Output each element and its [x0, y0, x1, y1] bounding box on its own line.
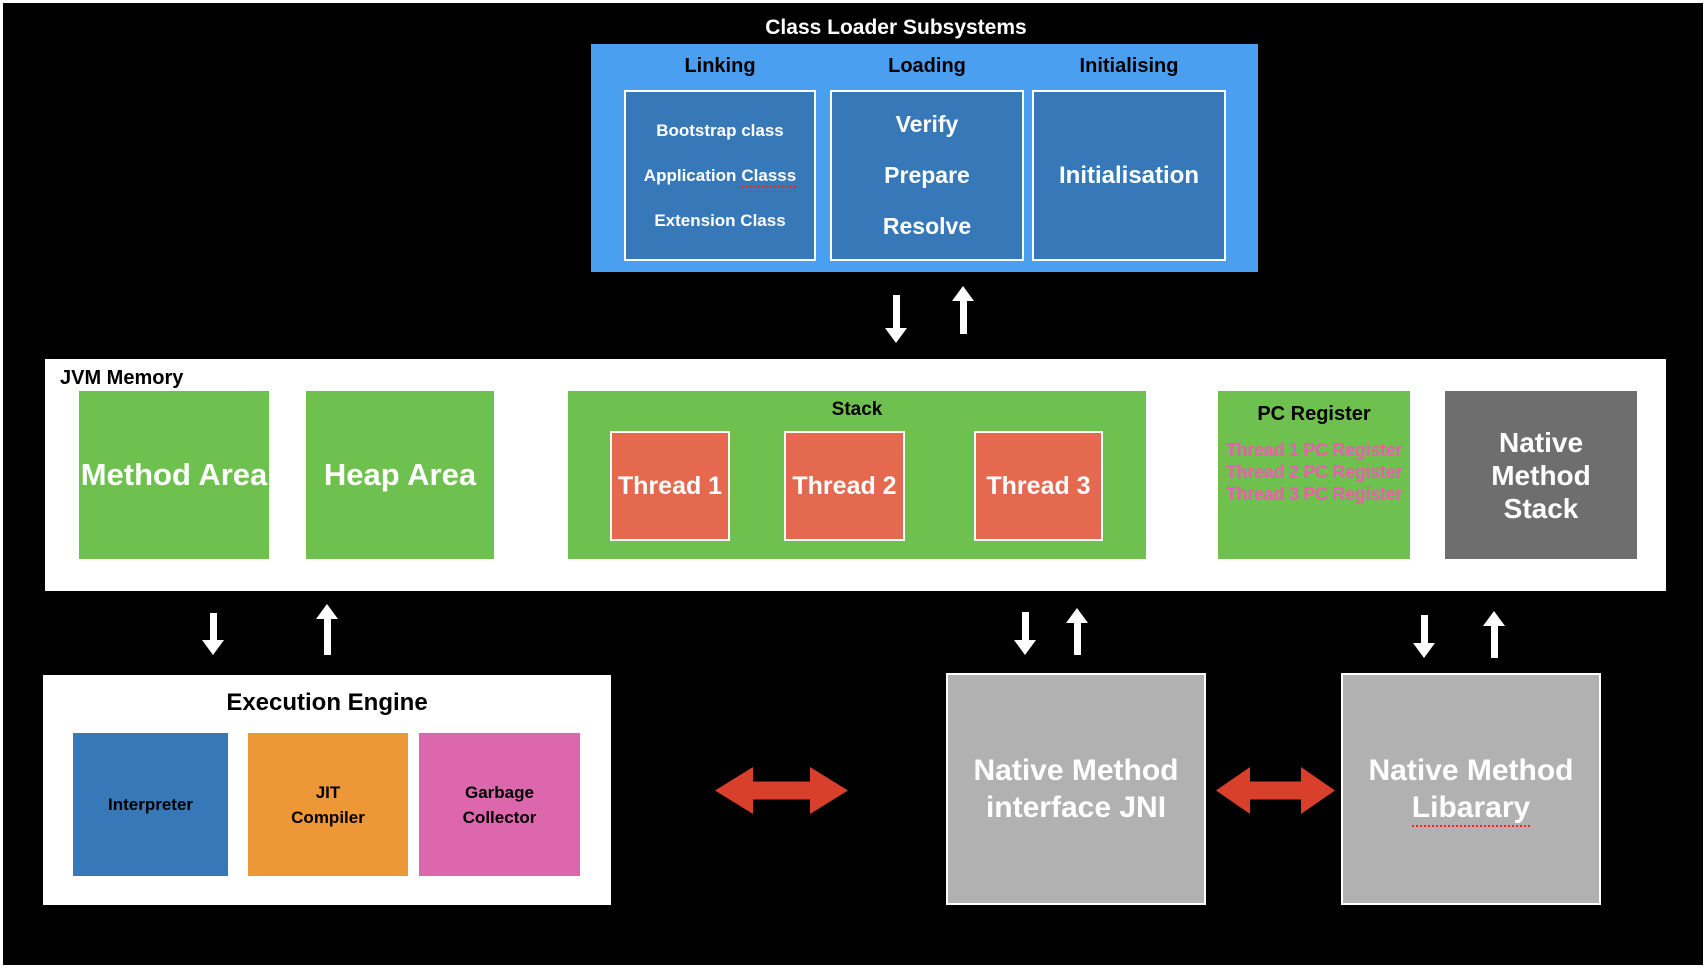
- garbage-collector-label-line: Garbage: [465, 782, 534, 802]
- stack-title: Stack: [831, 399, 883, 420]
- pc-register-entry: Thread 2 PC Register: [1225, 462, 1403, 482]
- linking-header: Linking: [684, 55, 756, 77]
- memory-to-classloader-up-arrow-icon: [952, 286, 974, 334]
- pc-register-entry: Thread 3 PC Register: [1225, 484, 1403, 504]
- initialising-header: Initialising: [1079, 55, 1179, 77]
- library-label-line: Libarary: [1411, 789, 1531, 827]
- pc-register-entry: Thread 1 PC Register: [1225, 440, 1403, 460]
- native-method-stack-label-line: Native: [1498, 426, 1584, 458]
- native-method-stack-label-line: Method: [1491, 459, 1591, 491]
- engine-jni-bidirectional-arrow-icon: [715, 767, 848, 819]
- jit-label-line: JIT: [315, 782, 341, 802]
- jni-label-line: Native Method: [973, 754, 1179, 787]
- garbage-collector-box: Garbage Collector: [419, 733, 580, 876]
- heap-area-box: Heap Area: [306, 391, 494, 559]
- jit-compiler-box: JIT Compiler: [248, 733, 408, 876]
- jni-label-line: interface JNI: [985, 791, 1167, 824]
- pc-register-box: PC Register Thread 1 PC Register Thread …: [1218, 391, 1410, 559]
- jni-to-memory-up-arrow-icon: [1066, 608, 1088, 655]
- execution-engine-panel: Execution Engine Interpreter JIT Compile…: [43, 675, 611, 905]
- method-area-box: Method Area: [79, 391, 269, 559]
- memory-to-engine-down-arrow-icon: [202, 613, 224, 655]
- classloader-to-memory-down-arrow-icon: [885, 295, 907, 343]
- class-loader-box: Linking Loading Initialising Bootstrap c…: [591, 44, 1258, 272]
- verify-label: Verify: [895, 111, 959, 137]
- spellcheck-underline: Libarary: [1411, 791, 1531, 827]
- execution-engine-title: Execution Engine: [226, 689, 428, 716]
- spellcheck-underline: Classs: [741, 165, 797, 188]
- native-method-stack-box: Native Method Stack: [1445, 391, 1637, 559]
- engine-to-memory-up-arrow-icon: [316, 604, 338, 655]
- native-method-stack-label-line: Stack: [1503, 492, 1579, 524]
- thread-3-box: Thread 3: [974, 431, 1103, 541]
- library-label-line: Native Method: [1368, 754, 1574, 787]
- extension-class-label: Extension Class: [654, 210, 786, 230]
- interpreter-box: Interpreter: [73, 733, 228, 876]
- library-to-memory-up-arrow-icon: [1483, 611, 1505, 658]
- prepare-label: Prepare: [884, 162, 970, 188]
- method-area-label: Method Area: [80, 457, 268, 492]
- jit-label-line: Compiler: [291, 807, 365, 827]
- initialisation-label: Initialisation: [1058, 161, 1199, 189]
- jvm-memory-title: JVM Memory: [60, 367, 184, 389]
- thread-2-box: Thread 2: [784, 431, 905, 541]
- pc-register-entries: Thread 1 PC Register Thread 2 PC Registe…: [1218, 439, 1410, 505]
- pc-register-title: PC Register: [1257, 403, 1371, 425]
- loading-header: Loading: [888, 55, 966, 77]
- initialisation-box: Initialisation: [1032, 90, 1226, 261]
- thread-1-box: Thread 1: [610, 431, 730, 541]
- memory-to-library-down-arrow-icon: [1413, 615, 1435, 658]
- resolve-label: Resolve: [882, 213, 972, 239]
- jni-library-bidirectional-arrow-icon: [1216, 767, 1335, 819]
- garbage-collector-label-line: Collector: [462, 807, 537, 827]
- jvm-memory-panel: JVM Memory Method Area Heap Area Stack T…: [45, 359, 1666, 591]
- heap-area-label: Heap Area: [323, 457, 477, 492]
- native-method-interface-jni-box: Native Method interface JNI: [946, 673, 1206, 905]
- bootstrap-class-label: Bootstrap class: [656, 120, 784, 140]
- stack-box: Stack Thread 1 Thread 2 Thread 3: [568, 391, 1146, 559]
- native-method-library-box: Native Method Libarary: [1341, 673, 1601, 905]
- class-loader-title: Class Loader Subsystems: [765, 16, 1027, 39]
- memory-to-jni-down-arrow-icon: [1014, 612, 1036, 655]
- loading-box: Verify Prepare Resolve: [830, 90, 1024, 261]
